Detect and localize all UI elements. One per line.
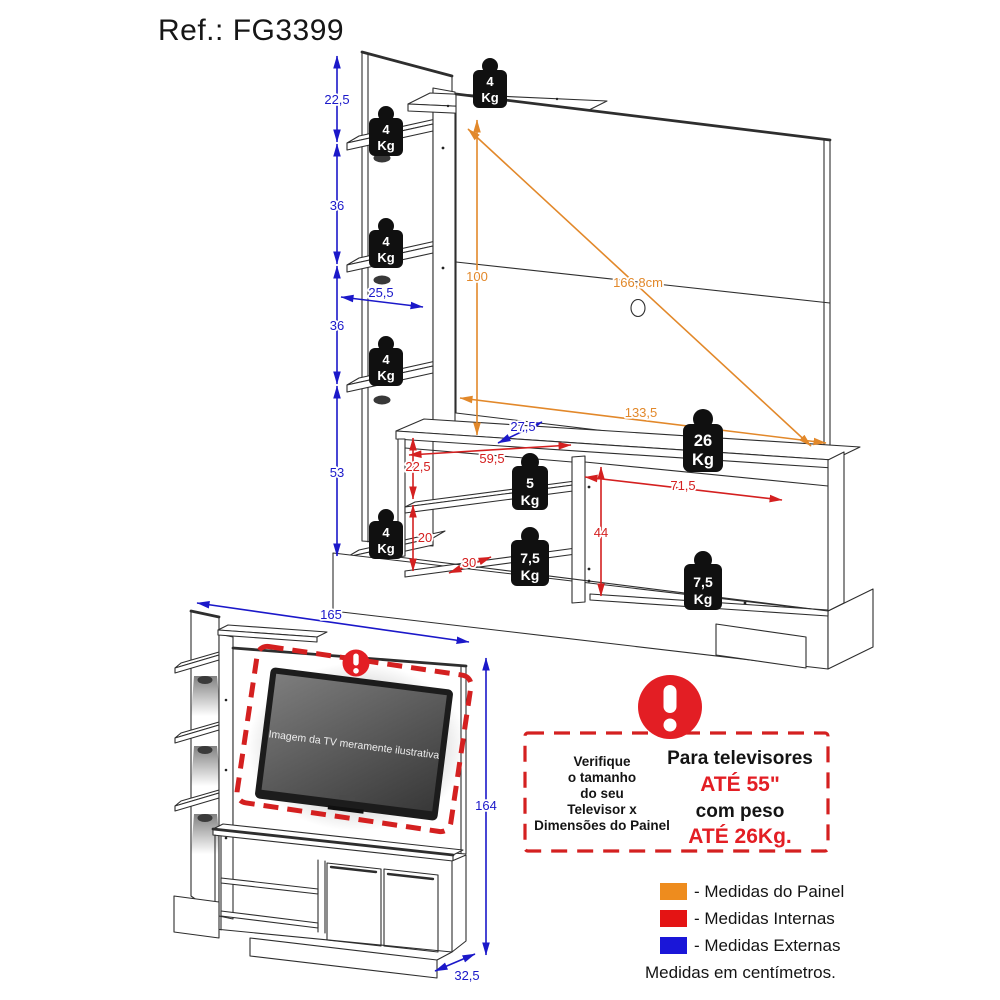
door-handle (329, 865, 378, 874)
legend-swatch-internal (660, 910, 687, 927)
cabinet-door-right (383, 868, 439, 953)
cabinet-door-left (326, 862, 382, 947)
svg-text:Verifique: Verifique (573, 754, 631, 769)
dim-lower-height: 20 (418, 530, 432, 545)
warning-icon-large (638, 675, 702, 739)
svg-text:do seu: do seu (580, 786, 624, 801)
svg-text:4: 4 (382, 525, 390, 540)
led-spot-icon (373, 395, 391, 405)
weight-badge-shelf4: 4 Kg (369, 509, 403, 559)
dimensions-panel: 100 166,8cm 133,5 (459, 119, 827, 447)
svg-text:Televisor x: Televisor x (567, 802, 637, 817)
dim-front-depth: 32,5 (454, 968, 479, 983)
dim-top-depth: 27,5 (510, 419, 535, 434)
dim-panel-width: 133,5 (625, 405, 658, 420)
warning-icon-small (342, 649, 370, 677)
dim-right-height: 44 (594, 525, 608, 540)
svg-text:26: 26 (694, 432, 712, 450)
tv-set: Imagem da TV meramente ilustrativa (255, 667, 453, 821)
weight-badges: 4 Kg 4 Kg 4 Kg 4 Kg 4 Kg (369, 58, 723, 610)
svg-text:Kg: Kg (377, 138, 394, 153)
weight-badge-cabinet-right: 7,5 Kg (684, 551, 722, 610)
weight-badge-top-shelf: 4 Kg (473, 58, 507, 108)
svg-text:Kg: Kg (377, 541, 394, 556)
svg-text:7,5: 7,5 (520, 550, 540, 566)
front-view-diagram: Imagem da TV meramente ilustrativa (173, 601, 499, 985)
page-title: Ref.: FG3399 (158, 14, 344, 47)
svg-text:Dimensões do Painel: Dimensões do Painel (534, 818, 670, 833)
dim-gap-b: 36 (330, 318, 344, 333)
svg-text:Kg: Kg (521, 492, 540, 508)
svg-text:ATÉ 26Kg.: ATÉ 26Kg. (688, 825, 791, 848)
legend-label-internal: - Medidas Internas (694, 909, 835, 928)
front-dimensions: 165 164 32,5 (196, 601, 499, 985)
led-spot-icon (373, 275, 391, 285)
led-spot-icon (197, 746, 213, 754)
weight-badge-panel-26kg: 26 Kg (683, 409, 723, 472)
svg-text:Para televisores: Para televisores (667, 748, 813, 769)
legend-units-note: Medidas em centímetros. (645, 963, 836, 982)
main-diagram: 22,5 36 36 53 25,5 27,5 100 166,8cm 133,… (323, 50, 874, 670)
dim-panel-height: 100 (466, 269, 488, 284)
warning-text-right: Para televisores ATÉ 55" com peso ATÉ 26… (667, 748, 813, 848)
legend-label-external: - Medidas Externas (694, 936, 840, 955)
dim-front-width: 165 (320, 607, 342, 622)
weight-badge-shelf3: 4 Kg (369, 336, 403, 386)
svg-text:5: 5 (526, 475, 534, 491)
dim-bottom-gap: 53 (330, 465, 344, 480)
svg-text:ATÉ 55": ATÉ 55" (700, 773, 780, 796)
door-handle (386, 872, 435, 881)
support-column (432, 87, 456, 431)
svg-text:Kg: Kg (694, 591, 713, 607)
cabinet-divider (571, 455, 586, 604)
dim-upper-height: 22,5 (405, 459, 430, 474)
dimensions-internal: 59,5 22,5 20 30 44 71,5 (404, 437, 783, 597)
front-side-shelves (174, 649, 227, 854)
svg-text:Kg: Kg (481, 90, 498, 105)
dim-right-width: 71,5 (670, 478, 695, 493)
base-plinth (332, 552, 874, 670)
dim-shelf-width: 25,5 (368, 285, 393, 300)
dim-gap-a: 36 (330, 198, 344, 213)
svg-text:4: 4 (382, 122, 390, 137)
led-spot-icon (197, 676, 213, 684)
warning-text-left: Verifique o tamanho do seu Televisor x D… (534, 754, 670, 833)
weight-badge-cabinet-bottom: 7,5 Kg (511, 527, 549, 586)
svg-text:4: 4 (382, 234, 390, 249)
svg-text:Kg: Kg (692, 451, 714, 469)
dim-left-width: 59,5 (479, 451, 504, 466)
dim-front-height: 164 (475, 798, 497, 813)
svg-text:7,5: 7,5 (693, 574, 713, 590)
weight-badge-shelf2: 4 Kg (369, 218, 403, 268)
dim-depth: 30 (462, 555, 476, 570)
dim-top-gap: 22,5 (324, 92, 349, 107)
legend-swatch-external (660, 937, 687, 954)
front-plinth (249, 937, 438, 979)
cable-hole-icon (630, 298, 646, 318)
weight-badge-cabinet-shelf: 5 Kg (512, 453, 548, 510)
svg-text:4: 4 (486, 74, 494, 89)
legend-swatch-panel (660, 883, 687, 900)
warning-box: Verifique o tamanho do seu Televisor x D… (523, 675, 830, 853)
dim-panel-diagonal: 166,8cm (613, 275, 663, 290)
svg-text:com peso: com peso (696, 801, 785, 822)
svg-text:4: 4 (382, 352, 390, 367)
led-spot-icon (197, 814, 213, 822)
svg-text:o tamanho: o tamanho (568, 770, 636, 785)
legend: - Medidas do Painel - Medidas Internas -… (645, 882, 844, 982)
svg-text:Kg: Kg (521, 567, 540, 583)
front-cabinet (173, 823, 467, 979)
svg-text:Kg: Kg (377, 368, 394, 383)
svg-text:Kg: Kg (377, 250, 394, 265)
legend-label-panel: - Medidas do Painel (694, 882, 844, 901)
weight-badge-shelf1: 4 Kg (369, 106, 403, 156)
